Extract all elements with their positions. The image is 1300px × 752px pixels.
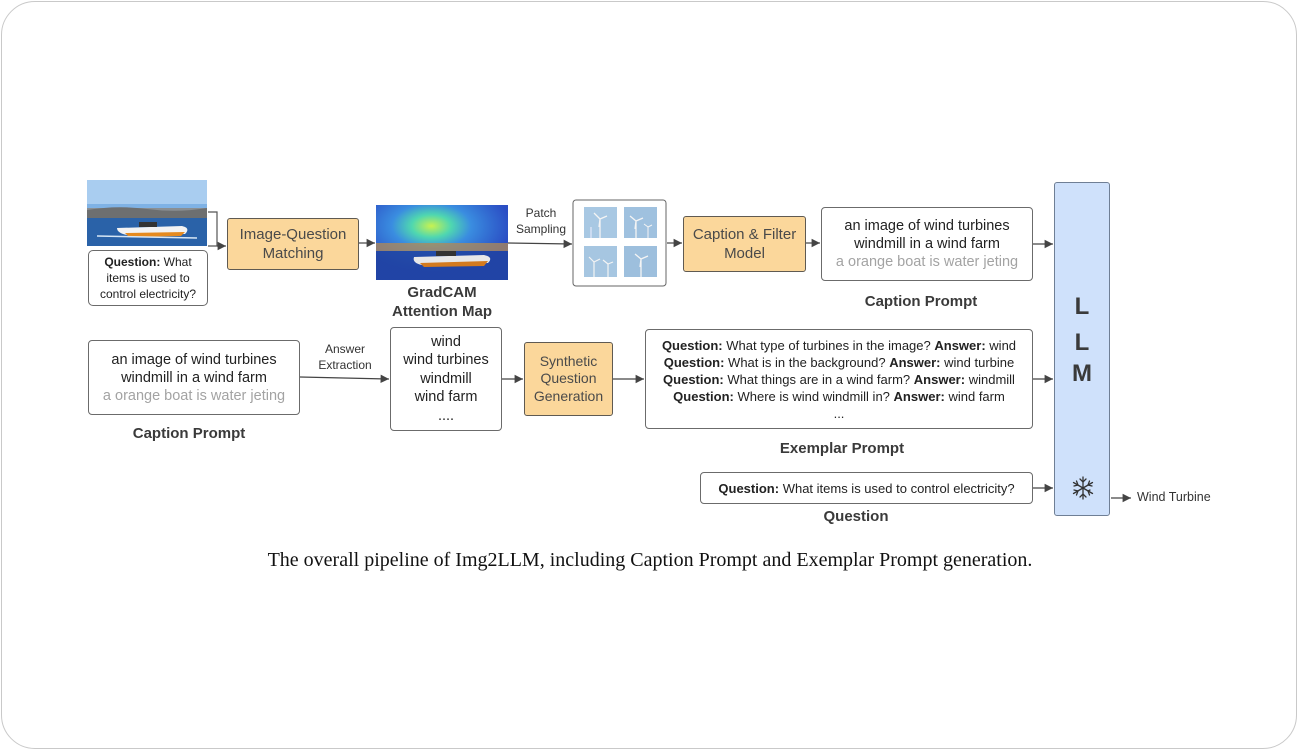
answer-item: wind	[431, 333, 461, 350]
filtered-caption: a orange boat is water jeting	[102, 387, 286, 404]
caption-prompt-top-box: an image of wind turbines windmill in a …	[821, 207, 1033, 281]
exemplar-prompt-box: Question: What type of turbines in the i…	[645, 329, 1033, 429]
answer-item: windmill	[420, 370, 472, 387]
answer-item: wind turbines	[403, 352, 489, 369]
exemplar-pair: Question: Where is wind windmill in? Ans…	[673, 388, 1005, 404]
output-answer: Wind Turbine	[1137, 490, 1211, 504]
answer-item: ....	[437, 407, 455, 424]
exemplar-prompt-label: Exemplar Prompt	[779, 440, 905, 457]
arrow-caption-to-answers	[299, 374, 390, 384]
snowflake-icon	[1072, 476, 1094, 500]
answer-item: wind farm	[414, 389, 478, 406]
exemplar-pair: Question: What is in the background? Ans…	[663, 354, 1015, 370]
answer-extraction-label: Answer Extraction	[318, 342, 372, 372]
input-question-box: Question: What items is used to control …	[88, 250, 208, 306]
caption-prompt-left-box: an image of wind turbines windmill in a …	[88, 340, 300, 415]
caption-filter-model-block: Caption & Filter Model	[683, 216, 806, 272]
filtered-caption: a orange boat is water jeting	[835, 254, 1019, 270]
llm-block: L L M	[1054, 182, 1110, 516]
patch-sampling-label: Patch Sampling	[515, 206, 567, 236]
exemplar-ellipsis: ...	[833, 405, 845, 421]
question-label: Question	[823, 508, 889, 525]
exemplar-pair: Question: What things are in a wind farm…	[663, 371, 1015, 387]
gradcam-heatmap-image	[376, 205, 508, 280]
exemplar-pair: Question: What type of turbines in the i…	[661, 337, 1017, 353]
question-input-box: Question: What items is used to control …	[700, 472, 1033, 504]
figure-caption: The overall pipeline of Img2LLM, includi…	[267, 549, 1033, 571]
question-label: Question:	[104, 255, 161, 269]
llm-letter: M	[1072, 360, 1092, 387]
synthetic-question-generation-block: Synthetic Question Generation	[524, 342, 613, 416]
arrow-gradcam-to-patches	[507, 239, 573, 249]
image-question-matching-block: Image-Question Matching	[227, 218, 359, 270]
llm-letter: L	[1074, 329, 1090, 356]
llm-letter: L	[1074, 293, 1090, 320]
gradcam-label: GradCAM Attention Map	[392, 284, 492, 320]
boat-photo	[87, 180, 207, 246]
caption-prompt-left-label: Caption Prompt	[132, 425, 246, 442]
extracted-answers-box: wind wind turbines windmill wind farm ..…	[390, 327, 502, 431]
caption-prompt-top-label: Caption Prompt	[864, 293, 978, 310]
input-bracket	[208, 211, 218, 247]
sampled-patches	[572, 199, 667, 287]
